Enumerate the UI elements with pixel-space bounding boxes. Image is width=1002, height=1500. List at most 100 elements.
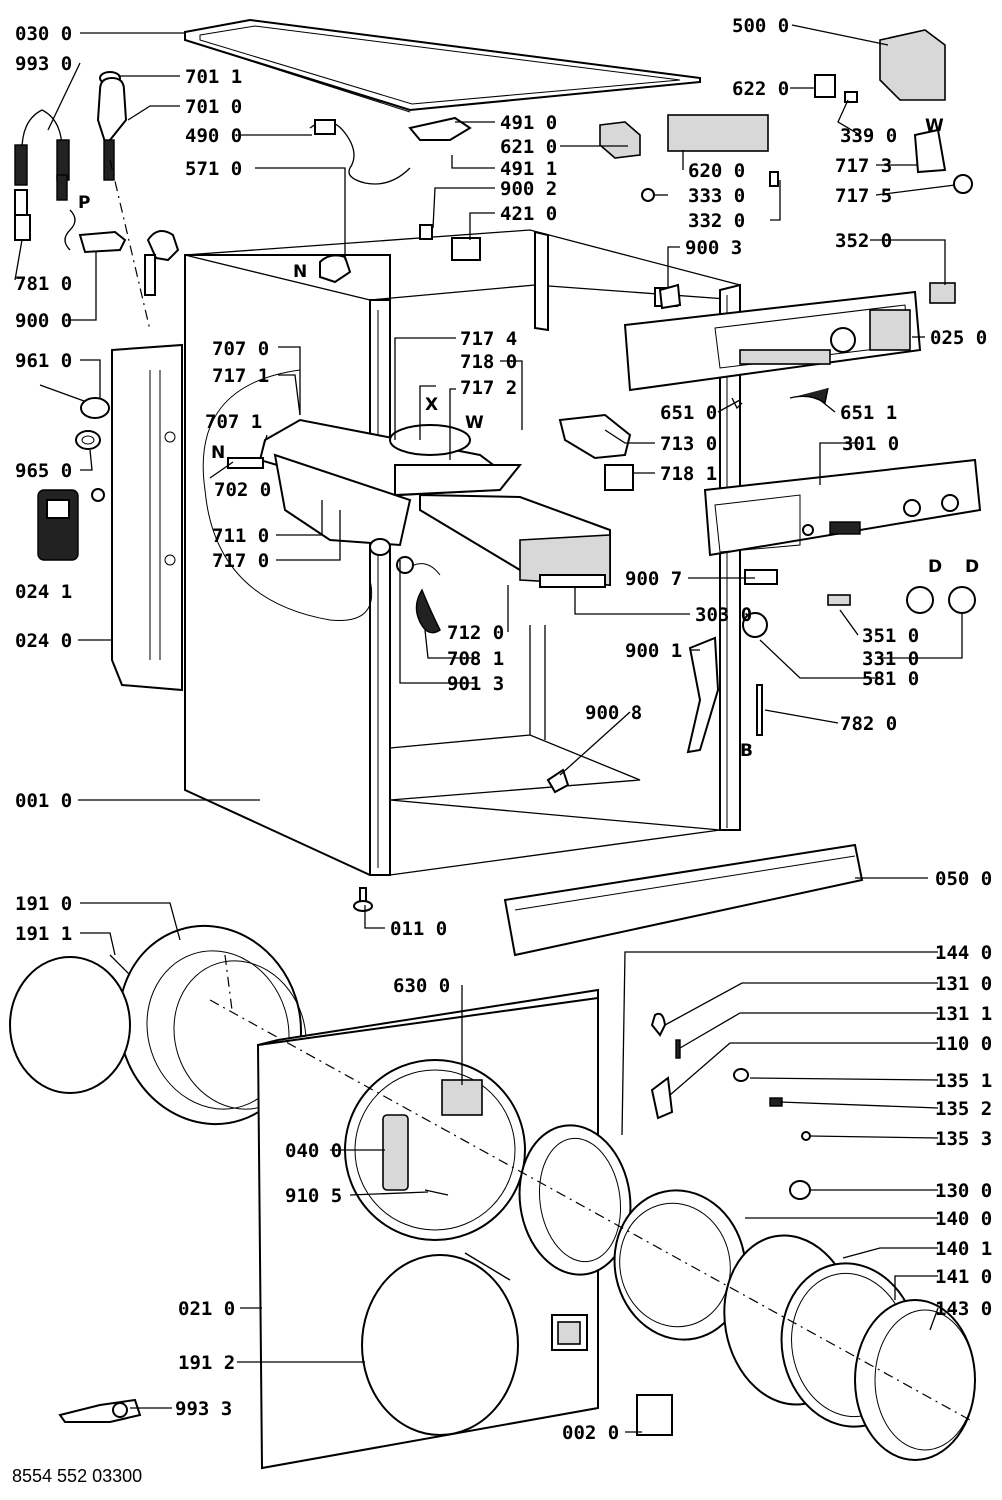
label-191-1: 191 1 [15, 923, 72, 945]
label-131-0: 131 0 [935, 973, 992, 995]
label-040-0: 040 0 [285, 1140, 342, 1162]
label-702-0: 702 0 [214, 479, 271, 501]
label-143-0: 143 0 [935, 1298, 992, 1320]
label-782-0: 782 0 [840, 713, 897, 735]
label-993-3: 993 3 [175, 1398, 232, 1420]
door-parts-130-144 [636, 1012, 811, 1436]
marker-d-right: D [965, 557, 979, 577]
label-050-0: 050 0 [935, 868, 992, 890]
label-110-0: 110 0 [935, 1033, 992, 1055]
label-131-1: 131 1 [935, 1003, 992, 1025]
label-491-1: 491 1 [500, 158, 557, 180]
label-712-0: 712 0 [447, 622, 504, 644]
switches-651-713 [558, 387, 829, 491]
foot-011 [353, 887, 373, 912]
label-011-0: 011 0 [390, 918, 447, 940]
label-030-0: 030 0 [15, 23, 72, 45]
marker-d-left: D [928, 557, 942, 577]
label-900-8: 900 8 [585, 702, 642, 724]
leader-lines [14, 24, 963, 1433]
marker-n-mid: N [211, 443, 225, 463]
marker-x: X [425, 395, 438, 415]
label-332-0: 332 0 [688, 210, 745, 232]
label-651-1: 651 1 [840, 402, 897, 424]
label-352-0: 352 0 [835, 230, 892, 252]
label-900-1: 900 1 [625, 640, 682, 662]
label-140-0: 140 0 [935, 1208, 992, 1230]
top-lid-030 [184, 18, 701, 113]
drawing-number: 8554 552 03300 [12, 1466, 142, 1486]
label-021-0: 021 0 [178, 1298, 235, 1320]
knobs-331 [827, 586, 976, 614]
label-490-0: 490 0 [185, 125, 242, 147]
misc-components [546, 283, 778, 794]
marker-w-mid: W [465, 413, 484, 433]
control-panel-025 [623, 290, 922, 392]
label-900-3: 900 3 [685, 237, 742, 259]
label-965-0: 965 0 [15, 460, 72, 482]
motor-part-571 [319, 224, 481, 284]
label-571-0: 571 0 [185, 158, 242, 180]
label-333-0: 333 0 [688, 185, 745, 207]
label-900-7: 900 7 [625, 568, 682, 590]
label-701-1: 701 1 [185, 66, 242, 88]
label-708-1: 708 1 [447, 648, 504, 670]
label-301-0: 301 0 [842, 433, 899, 455]
label-130-0: 130 0 [935, 1180, 992, 1202]
cabinet-001 [111, 229, 741, 876]
assembly-axis-lines [109, 159, 971, 1421]
label-711-0: 711 0 [212, 525, 269, 547]
label-717-4: 717 4 [460, 328, 517, 350]
door-seal-191 [9, 924, 307, 1126]
label-622-0: 622 0 [732, 78, 789, 100]
label-781-0: 781 0 [15, 273, 72, 295]
label-135-3: 135 3 [935, 1128, 992, 1150]
label-581-0: 581 0 [862, 668, 919, 690]
label-713-0: 713 0 [660, 433, 717, 455]
label-910-5: 910 5 [285, 1185, 342, 1207]
valve-701 [96, 71, 128, 181]
front-panel-021 [256, 988, 599, 1470]
door-assembly [518, 1124, 976, 1461]
label-002-0: 002 0 [562, 1422, 619, 1444]
left-components [37, 384, 264, 561]
label-024-0: 024 0 [15, 630, 72, 652]
label-717-5: 717 5 [835, 185, 892, 207]
marker-p: P [78, 193, 90, 213]
label-025-0: 025 0 [930, 327, 987, 349]
label-717-1: 717 1 [212, 365, 269, 387]
label-993-0: 993 0 [15, 53, 72, 75]
label-701-0: 701 0 [185, 96, 242, 118]
label-500-0: 500 0 [732, 15, 789, 37]
label-339-0: 339 0 [840, 125, 897, 147]
label-303-0: 303 0 [695, 604, 752, 626]
label-421-0: 421 0 [500, 203, 557, 225]
label-135-2: 135 2 [935, 1098, 992, 1120]
label-717-2: 717 2 [460, 377, 517, 399]
label-900-0: 900 0 [15, 310, 72, 332]
label-144-0: 144 0 [935, 942, 992, 964]
tool-993-3 [58, 1398, 142, 1423]
label-707-0: 707 0 [212, 338, 269, 360]
label-001-0: 001 0 [15, 790, 72, 812]
label-140-1: 140 1 [935, 1238, 992, 1260]
label-191-2: 191 2 [178, 1352, 235, 1374]
marker-w-top: W [925, 116, 944, 136]
label-141-0: 141 0 [935, 1266, 992, 1288]
label-707-1: 707 1 [205, 411, 262, 433]
marker-n-top: N [293, 262, 307, 282]
part-labels: 030 0 993 0 701 1 701 0 490 0 571 0 491 … [15, 15, 992, 1444]
label-718-1: 718 1 [660, 463, 717, 485]
dispenser-assembly [202, 369, 611, 634]
label-717-3: 717 3 [835, 155, 892, 177]
label-961-0: 961 0 [15, 350, 72, 372]
letter-markers: P N W X W N D D B [78, 116, 979, 761]
fascia-301 [703, 458, 982, 557]
marker-b: B [740, 741, 753, 761]
label-135-1: 135 1 [935, 1070, 992, 1092]
label-331-0: 331 0 [862, 648, 919, 670]
hose-assembly-993 [14, 109, 180, 296]
label-351-0: 351 0 [862, 625, 919, 647]
electronics-top-right [599, 29, 973, 307]
